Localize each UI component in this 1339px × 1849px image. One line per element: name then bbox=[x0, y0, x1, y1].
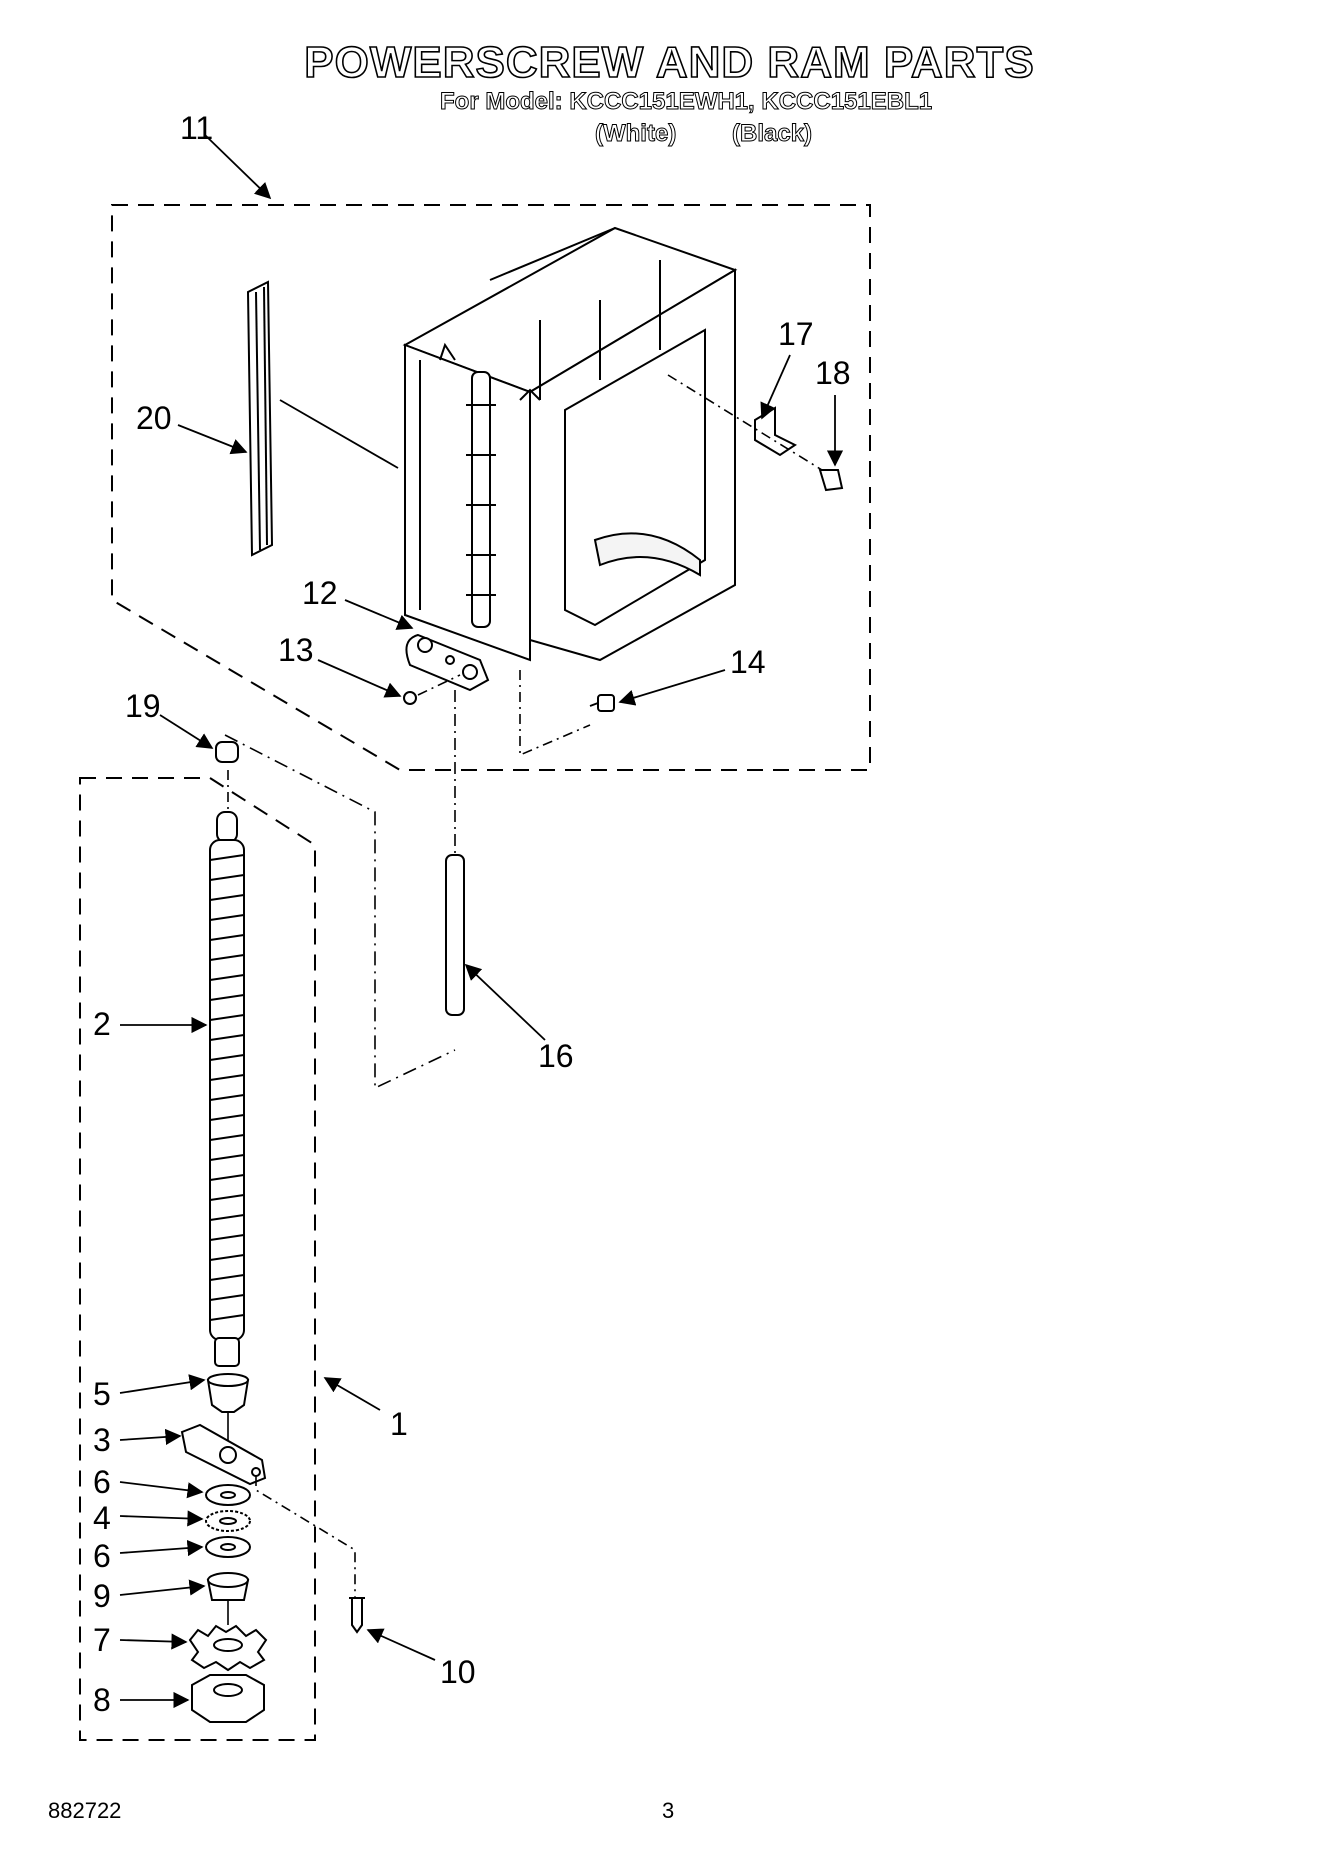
side-bracket bbox=[754, 406, 797, 457]
variant-black: (Black) bbox=[731, 120, 813, 148]
bushing bbox=[206, 1373, 250, 1413]
leader-4 bbox=[119, 1510, 204, 1527]
housing-screw bbox=[589, 694, 615, 712]
callout-7: 7 bbox=[93, 1622, 111, 1658]
leader-9 bbox=[119, 1579, 206, 1596]
callout-1: 1 bbox=[390, 1406, 408, 1442]
plate-screw bbox=[349, 1597, 365, 1634]
callout-18: 18 bbox=[815, 355, 851, 391]
callout-4: 4 bbox=[93, 1500, 111, 1536]
leader-10 bbox=[366, 1628, 436, 1661]
ram-group-boundary bbox=[111, 204, 871, 771]
callout-16: 16 bbox=[538, 1038, 574, 1074]
callout-19: 19 bbox=[125, 688, 161, 724]
leader-17 bbox=[760, 354, 791, 420]
housing-screw-bracket bbox=[466, 371, 496, 628]
spacer bbox=[206, 1572, 250, 1601]
ram-pin bbox=[445, 854, 465, 1016]
link-bracket bbox=[405, 633, 490, 692]
washer-upper bbox=[205, 1484, 251, 1506]
page-number: 3 bbox=[662, 1798, 675, 1823]
callout-9: 9 bbox=[93, 1578, 111, 1614]
variant-white: (White) bbox=[594, 120, 677, 148]
leader-13 bbox=[317, 659, 402, 698]
leader-14 bbox=[618, 669, 726, 706]
callout-20: 20 bbox=[136, 400, 172, 436]
leader-6a bbox=[119, 1481, 204, 1499]
page-title: POWERSCREW AND RAM PARTS bbox=[303, 37, 1035, 88]
powerscrew bbox=[209, 811, 245, 1367]
model-line: For Model: KCCC151EWH1, KCCC151EBL1 bbox=[439, 88, 933, 116]
top-cap bbox=[215, 741, 239, 763]
callout-2: 2 bbox=[93, 1006, 111, 1042]
callout-10: 10 bbox=[440, 1654, 476, 1690]
leader-7 bbox=[119, 1633, 188, 1650]
retaining-clip bbox=[403, 691, 417, 705]
leader-19 bbox=[159, 714, 214, 749]
ram-housing bbox=[402, 226, 738, 662]
doc-number: 882722 bbox=[48, 1798, 122, 1823]
callout-5: 5 bbox=[93, 1376, 111, 1412]
side-screw bbox=[818, 469, 844, 492]
leader-6b bbox=[119, 1539, 204, 1557]
leader-5 bbox=[119, 1374, 206, 1394]
thrust-bearing bbox=[205, 1510, 251, 1532]
leader-12 bbox=[344, 599, 414, 630]
callout-14: 14 bbox=[730, 644, 766, 680]
callout-17: 17 bbox=[778, 316, 814, 352]
callout-6a: 6 bbox=[93, 1464, 111, 1500]
leader-11 bbox=[204, 134, 272, 200]
callout-12: 12 bbox=[302, 575, 338, 611]
gasket-strip bbox=[246, 280, 274, 557]
callout-8: 8 bbox=[93, 1682, 111, 1718]
hex-nut bbox=[191, 1674, 265, 1723]
callout-6b: 6 bbox=[93, 1538, 111, 1574]
leader-1 bbox=[323, 1377, 381, 1411]
leader-16 bbox=[464, 963, 546, 1041]
powerscrew-group-boundary bbox=[79, 777, 316, 1741]
callout-3: 3 bbox=[93, 1422, 111, 1458]
callout-11: 11 bbox=[180, 110, 214, 146]
sprocket bbox=[188, 1624, 268, 1672]
mounting-plate bbox=[180, 1423, 267, 1486]
callout-13: 13 bbox=[278, 632, 314, 668]
washer-lower bbox=[205, 1536, 251, 1558]
leader-3 bbox=[119, 1428, 182, 1446]
leader-20 bbox=[177, 424, 248, 455]
